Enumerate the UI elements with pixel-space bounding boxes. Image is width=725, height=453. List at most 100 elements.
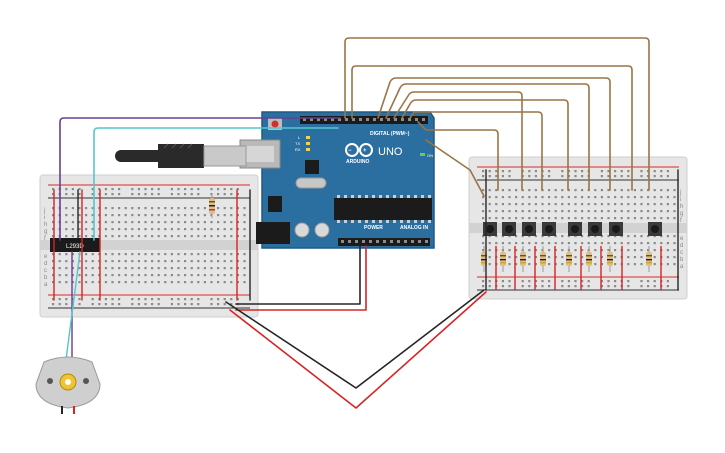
left-row-letter: a xyxy=(44,282,48,288)
breadboard-hole xyxy=(131,253,134,256)
breadboard-hole xyxy=(98,274,101,277)
breadboard-hole xyxy=(627,203,630,206)
pushbutton-cap[interactable] xyxy=(486,225,494,233)
pushbutton-cap[interactable] xyxy=(571,225,579,233)
breadboard-hole xyxy=(673,249,676,252)
arduino-logo-loop-left xyxy=(345,143,359,157)
breadboard-hole xyxy=(236,228,239,231)
breadboard-hole xyxy=(78,221,81,224)
breadboard-hole xyxy=(137,253,140,256)
header-pin xyxy=(408,118,411,121)
breadboard-hole xyxy=(71,267,74,270)
breadboard-hole xyxy=(647,196,650,199)
left-breadboard-row-letters: j i h g f e d c b a xyxy=(43,208,48,288)
rail-hole xyxy=(534,175,537,178)
breadboard-hole xyxy=(170,281,173,284)
breadboard-hole xyxy=(190,235,193,238)
breadboard-hole xyxy=(666,217,669,220)
breadboard-hole xyxy=(528,256,531,259)
breadboard-hole xyxy=(170,221,173,224)
breadboard-hole xyxy=(620,203,623,206)
digital-header-pins xyxy=(303,118,425,121)
breadboard-hole xyxy=(236,260,239,263)
breadboard-hole xyxy=(581,189,584,192)
breadboard-hole xyxy=(243,281,246,284)
breadboard-hole xyxy=(607,196,610,199)
breadboard-hole xyxy=(177,221,180,224)
breadboard-hole xyxy=(85,214,88,217)
breadboard-hole xyxy=(600,242,603,245)
arduino-brand-text: ARDUINO xyxy=(346,159,369,165)
usb-cable-strain-relief xyxy=(120,150,158,162)
arduino-uno-board[interactable]: DIGITAL (PWM~) L TX RX ON − + ARDUINO UN… xyxy=(239,111,435,249)
breadboard-hole xyxy=(554,203,557,206)
breadboard-hole xyxy=(574,210,577,213)
breadboard-hole xyxy=(203,260,206,263)
rail-hole xyxy=(236,188,239,191)
rail-hole xyxy=(501,285,504,288)
left-row-letter: g xyxy=(44,229,47,235)
breadboard-hole xyxy=(170,207,173,210)
breadboard-hole xyxy=(620,235,623,238)
breadboard-hole xyxy=(137,281,140,284)
rail-hole xyxy=(640,170,643,173)
mcu-pin xyxy=(428,195,431,198)
breadboard-hole xyxy=(633,235,636,238)
rail-hole xyxy=(52,193,55,196)
breadboard-hole xyxy=(607,249,610,252)
breadboard-hole xyxy=(144,207,147,210)
breadboard-hole xyxy=(65,228,68,231)
breadboard-hole xyxy=(660,217,663,220)
breadboard-hole xyxy=(131,274,134,277)
breadboard-hole xyxy=(627,242,630,245)
pushbutton-cap[interactable] xyxy=(591,225,599,233)
breadboard-hole xyxy=(124,228,127,231)
digital-header xyxy=(300,116,428,124)
rail-hole xyxy=(561,285,564,288)
rail-hole xyxy=(65,298,68,301)
breadboard-hole xyxy=(666,256,669,259)
rail-hole xyxy=(482,285,485,288)
rail-hole xyxy=(600,285,603,288)
breadboard-hole xyxy=(495,210,498,213)
breadboard-hole xyxy=(561,196,564,199)
rail-hole xyxy=(210,188,213,191)
breadboard-hole xyxy=(534,210,537,213)
pushbutton-cap[interactable] xyxy=(545,225,553,233)
breadboard-hole xyxy=(243,260,246,263)
breadboard-hole xyxy=(197,221,200,224)
breadboard-hole xyxy=(151,274,154,277)
breadboard-hole xyxy=(594,196,597,199)
right-row-letter: j xyxy=(679,190,681,196)
header-pin xyxy=(418,240,421,243)
breadboard-hole xyxy=(541,203,544,206)
breadboard-hole xyxy=(91,274,94,277)
breadboard-hole xyxy=(91,253,94,256)
pushbutton-cap[interactable] xyxy=(612,225,620,233)
breadboard-hole xyxy=(673,196,676,199)
breadboard-hole xyxy=(594,263,597,266)
rail-hole xyxy=(217,188,220,191)
breadboard-hole xyxy=(58,267,61,270)
pushbutton-cap[interactable] xyxy=(505,225,513,233)
pushbutton-cap[interactable] xyxy=(651,225,659,233)
breadboard-hole xyxy=(52,274,55,277)
breadboard-hole xyxy=(660,203,663,206)
breadboard-hole xyxy=(124,221,127,224)
rail-hole xyxy=(157,303,160,306)
breadboard-hole xyxy=(508,189,511,192)
breadboard-hole xyxy=(151,253,154,256)
rail-hole xyxy=(653,175,656,178)
rail-hole xyxy=(627,170,630,173)
breadboard-hole xyxy=(666,249,669,252)
breadboard-hole xyxy=(144,260,147,263)
breadboard-hole xyxy=(534,263,537,266)
breadboard-hole xyxy=(190,281,193,284)
breadboard-hole xyxy=(52,214,55,217)
reset-button-cap[interactable] xyxy=(271,120,279,128)
breadboard-hole xyxy=(118,281,121,284)
right-row-letter: f xyxy=(680,218,682,224)
pushbutton-cap[interactable] xyxy=(525,225,533,233)
breadboard-hole xyxy=(98,267,101,270)
breadboard-hole xyxy=(151,235,154,238)
